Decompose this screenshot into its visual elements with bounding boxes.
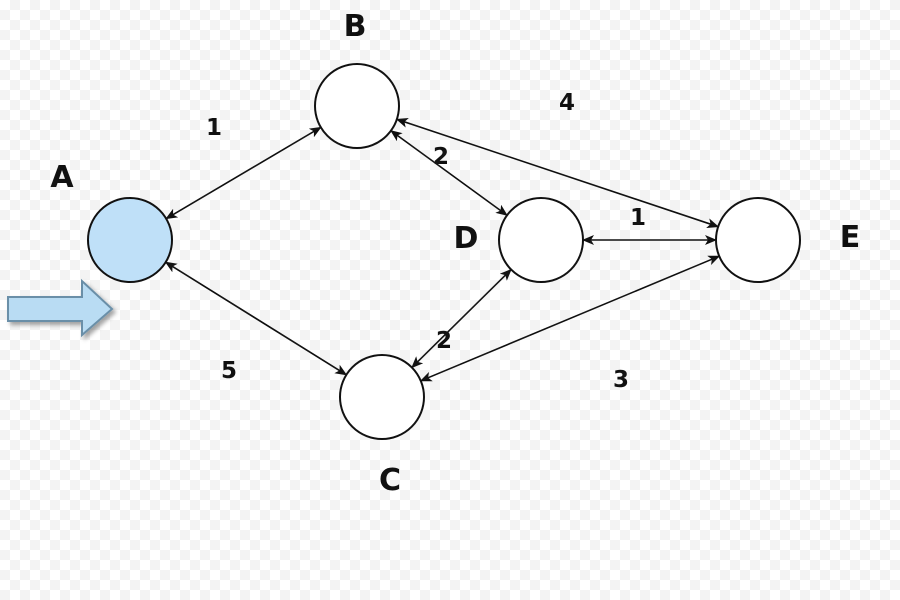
node-b <box>314 63 400 149</box>
edge-weight-d-e: 1 <box>630 205 646 231</box>
start-arrow-icon <box>7 278 114 338</box>
node-label-d: D <box>454 221 479 256</box>
node-c <box>339 354 425 440</box>
node-label-c: C <box>379 463 401 498</box>
edge-weight-b-e: 4 <box>559 90 575 116</box>
node-label-b: B <box>344 9 367 44</box>
edges-layer <box>164 118 721 382</box>
edge-b-e <box>395 118 720 228</box>
node-label-e: E <box>840 220 861 255</box>
node-d <box>498 197 584 283</box>
node-e <box>715 197 801 283</box>
edge-c-d <box>411 268 512 369</box>
node-label-a: A <box>50 160 74 195</box>
edge-weight-c-d: 2 <box>436 328 452 354</box>
nodes-layer <box>87 63 801 440</box>
edge-a-c <box>164 261 348 376</box>
edge-a-b <box>165 126 322 220</box>
edge-weight-b-d: 2 <box>433 144 449 170</box>
edge-weight-c-e: 3 <box>613 367 629 393</box>
edge-weight-a-b: 1 <box>206 115 222 141</box>
edge-weight-a-c: 5 <box>221 358 237 384</box>
edge-c-e <box>419 255 721 382</box>
node-a <box>87 197 173 283</box>
